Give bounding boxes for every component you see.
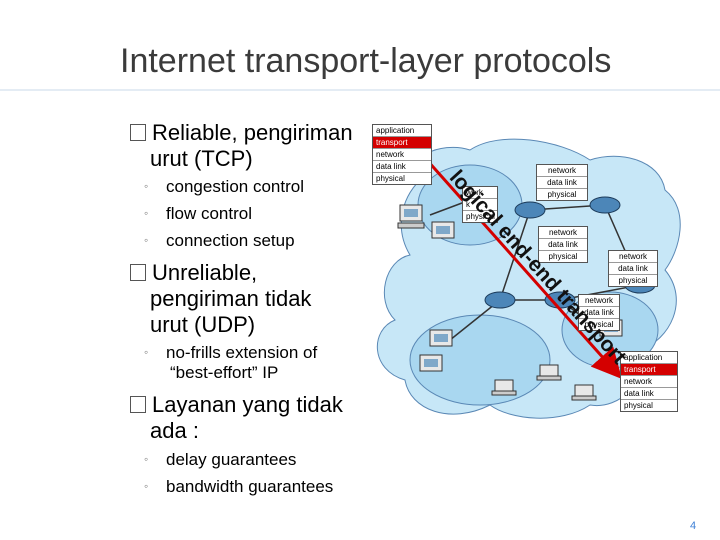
- stack-layer: k: [463, 199, 497, 211]
- sub-bullet: ◦delay guarantees: [144, 450, 297, 469]
- desktop-computer-icon: [431, 221, 455, 239]
- bullet-not-available: Layanan yang tidak: [130, 392, 343, 418]
- bullet-text: Unreliable,: [152, 260, 258, 285]
- stack-layer: physical: [584, 320, 614, 329]
- router-protocol-stack: network data link physical: [578, 294, 620, 331]
- sub-bullet: ◦no-frills extension of: [144, 343, 318, 362]
- stack-layer: physical: [376, 174, 405, 183]
- circle-bullet-icon: ◦: [144, 452, 149, 466]
- end-to-end-arrow: [416, 149, 622, 379]
- stack-layer: data link: [539, 239, 587, 251]
- stack-layer: network: [621, 376, 677, 388]
- stack-layer: physical: [466, 212, 495, 221]
- stack-layer: data link: [537, 177, 587, 189]
- router-protocol-stack: network data link physical: [538, 226, 588, 263]
- bullet-udp-line2: pengiriman tidak: [150, 286, 312, 311]
- bullet-tcp-line2: urut (TCP): [150, 146, 253, 171]
- laptop-icon: [536, 364, 562, 381]
- stack-layer: data link: [621, 388, 677, 400]
- stack-layer: data link: [609, 263, 657, 275]
- stack-layer: physical: [618, 276, 648, 285]
- stack-layer: data link: [373, 161, 431, 173]
- stack-layer: application: [621, 352, 677, 364]
- desktop-computer-icon: [397, 204, 425, 229]
- sub-bullet: ◦bandwidth guarantees: [144, 477, 334, 496]
- stack-layer-transport: transport: [621, 364, 677, 376]
- router-icon: [514, 201, 546, 219]
- router-protocol-stack: network data link physical: [536, 164, 588, 201]
- circle-bullet-icon: ◦: [144, 206, 149, 220]
- stack-layer: network: [609, 251, 657, 263]
- sub-bullet-continued: “best-effort” IP: [170, 363, 279, 382]
- checkbox-bullet-icon: [130, 124, 146, 141]
- stack-layer: work: [463, 187, 497, 199]
- destination-protocol-stack: application transport network data link …: [620, 351, 678, 412]
- bullet-tcp: Reliable, pengiriman: [130, 120, 353, 146]
- bullet-udp: Unreliable,: [130, 260, 257, 286]
- desktop-computer-icon: [419, 354, 443, 372]
- stack-layer: network: [373, 149, 431, 161]
- sub-bullet: ◦congestion control: [144, 177, 304, 196]
- stack-layer: network: [579, 295, 619, 307]
- checkbox-bullet-icon: [130, 264, 146, 281]
- circle-bullet-icon: ◦: [144, 179, 149, 193]
- sub-bullet: ◦flow control: [144, 204, 252, 223]
- router-icon: [589, 196, 621, 214]
- circle-bullet-icon: ◦: [144, 233, 149, 247]
- page-number: 4: [690, 520, 697, 532]
- stack-layer-transport: transport: [373, 137, 431, 149]
- bullet-text: Layanan yang tidak: [152, 392, 343, 417]
- source-protocol-stack: application transport network data link …: [372, 124, 432, 185]
- checkbox-bullet-icon: [130, 396, 146, 413]
- router-protocol-stack-partial: work k physical: [462, 186, 498, 223]
- laptop-icon: [571, 384, 597, 401]
- desktop-computer-icon: [429, 329, 453, 347]
- stack-layer: network: [539, 227, 587, 239]
- router-icon: [484, 291, 516, 309]
- hosts: [397, 204, 623, 401]
- bullet-udp-line3: urut (UDP): [150, 312, 256, 337]
- stack-layer: physical: [548, 252, 578, 261]
- stack-layer: physical: [547, 190, 577, 199]
- bullet-not-available-line2: ada :: [150, 418, 199, 443]
- stack-layer: application: [373, 125, 431, 137]
- bullet-text: Reliable, pengiriman: [152, 120, 353, 145]
- stack-layer: network: [537, 165, 587, 177]
- sub-bullet: ◦connection setup: [144, 231, 295, 250]
- laptop-icon: [491, 379, 517, 396]
- stack-layer: data link: [579, 307, 619, 319]
- page-title: Internet transport-layer protocols: [120, 42, 612, 80]
- circle-bullet-icon: ◦: [144, 345, 149, 359]
- stack-layer: physical: [624, 401, 653, 410]
- circle-bullet-icon: ◦: [144, 479, 149, 493]
- router-protocol-stack: network data link physical: [608, 250, 658, 287]
